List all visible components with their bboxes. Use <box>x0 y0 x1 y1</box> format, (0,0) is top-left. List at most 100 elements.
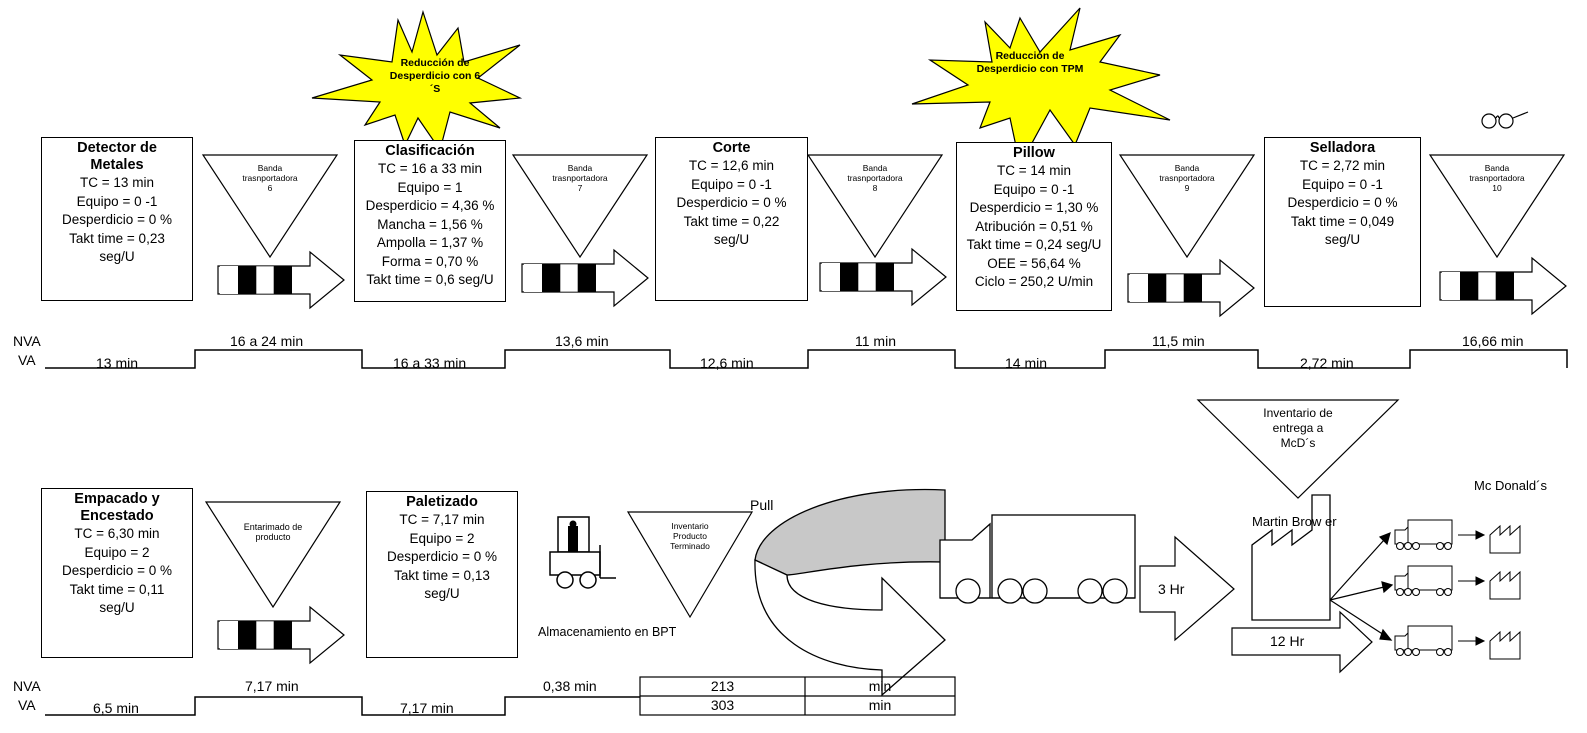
glasses-icon <box>1482 112 1528 128</box>
total-va-value: 303 <box>640 697 805 713</box>
process-line: Desperdicio = 1,30 % <box>957 199 1111 218</box>
process-box-selladora: Selladora TC = 2,72 min Equipo = 0 -1 De… <box>1264 137 1421 307</box>
process-line: seg/U <box>656 231 807 250</box>
entarimado-text: producto <box>228 532 318 542</box>
band-label-text: Banda <box>1457 163 1537 173</box>
band-label-text: Banda <box>1147 163 1227 173</box>
process-line: Takt time = 0,6 seg/U <box>355 271 505 290</box>
process-line: Desperdicio = 0 % <box>1265 194 1420 213</box>
process-title: Clasificación <box>355 143 505 160</box>
process-line: Forma = 0,70 % <box>355 253 505 272</box>
process-line: Takt time = 0,13 <box>367 567 517 586</box>
forklift-icon <box>550 517 616 588</box>
process-line: Equipo = 0 -1 <box>957 181 1111 200</box>
band-label-text: 9 <box>1147 183 1227 193</box>
va-label: VA <box>18 697 36 713</box>
process-line: TC = 2,72 min <box>1265 157 1420 176</box>
process-line: TC = 16 a 33 min <box>355 160 505 179</box>
distribution-arrows <box>1330 533 1392 640</box>
process-line: TC = 6,30 min <box>42 525 192 544</box>
process-line: TC = 12,6 min <box>656 157 807 176</box>
process-line: Takt time = 0,24 seg/U <box>957 236 1111 255</box>
va-time: 14 min <box>1005 355 1047 371</box>
process-title: Metales <box>42 157 192 174</box>
va-time: 2,72 min <box>1300 355 1354 371</box>
inventory-delivery-text: Inventario de <box>1238 406 1358 421</box>
process-line: seg/U <box>1265 231 1420 250</box>
inventory-delivery-text: McD´s <box>1238 436 1358 451</box>
process-title: Detector de <box>42 140 192 157</box>
process-line: Desperdicio = 0 % <box>367 548 517 567</box>
band-label: Bandatrasnportadora7 <box>540 163 620 193</box>
va-label: VA <box>18 352 36 368</box>
process-box-detector: Detector de Metales TC = 13 min Equipo =… <box>41 137 193 301</box>
total-nva-value: 213 <box>640 678 805 694</box>
push-arrow <box>218 252 344 308</box>
process-line: Mancha = 1,56 % <box>355 216 505 235</box>
process-line: Desperdicio = 0 % <box>656 194 807 213</box>
mcd-truck-3 <box>1395 626 1520 659</box>
martin-brower-label: Martin Brow er <box>1252 514 1337 529</box>
process-line: Equipo = 2 <box>42 544 192 563</box>
pull-arrow <box>755 490 945 695</box>
process-line: TC = 14 min <box>957 162 1111 181</box>
mcd-truck-2 <box>1395 566 1520 599</box>
process-title: Pillow <box>957 145 1111 162</box>
process-line: seg/U <box>42 248 192 267</box>
band-label-text: trasnportadora <box>835 173 915 183</box>
delivery-time-label: 12 Hr <box>1270 633 1304 649</box>
kaizen-label-6s: Reducción de Desperdicio con 6´S <box>385 57 485 96</box>
finished-inventory-text: Inventario <box>650 521 730 531</box>
process-line: TC = 7,17 min <box>367 511 517 530</box>
process-box-paletizado: Paletizado TC = 7,17 min Equipo = 2 Desp… <box>366 491 518 658</box>
finished-inventory-text: Producto <box>650 531 730 541</box>
total-nva-unit: min <box>805 678 955 694</box>
band-label-text: trasnportadora <box>230 173 310 183</box>
band-label-text: 6 <box>230 183 310 193</box>
band-label-text: 8 <box>835 183 915 193</box>
process-box-empacado: Empacado y Encestado TC = 6,30 min Equip… <box>41 488 193 658</box>
nva-time: 11,5 min <box>1152 333 1205 349</box>
push-arrow <box>218 607 344 663</box>
shipping-time-label: 3 Hr <box>1158 581 1184 597</box>
truck-icon <box>940 515 1135 603</box>
nva-label: NVA <box>13 333 41 349</box>
kaizen-label-tpm: Reducción de Desperdicio con TPM <box>970 50 1090 76</box>
process-line: seg/U <box>42 599 192 618</box>
process-line: Takt time = 0,23 <box>42 230 192 249</box>
va-time: 16 a 33 min <box>393 355 466 371</box>
process-title: Empacado y <box>42 491 192 508</box>
nva-time: 11 min <box>855 333 896 349</box>
burst-text: Reducción de <box>385 57 485 70</box>
push-arrow <box>1440 258 1566 314</box>
process-line: Equipo = 0 -1 <box>42 193 192 212</box>
band-label: Bandatrasnportadora8 <box>835 163 915 193</box>
nva-time: 7,17 min <box>245 678 299 694</box>
entarimado-triangle <box>206 502 340 607</box>
finished-inventory-label: Inventario Producto Terminado <box>650 521 730 551</box>
band-label-text: 10 <box>1457 183 1537 193</box>
process-line: Equipo = 1 <box>355 179 505 198</box>
total-va-unit: min <box>805 697 955 713</box>
process-box-corte: Corte TC = 12,6 min Equipo = 0 -1 Desper… <box>655 137 808 301</box>
nva-time: 16 a 24 min <box>230 333 303 349</box>
process-title: Paletizado <box>367 494 517 511</box>
storage-label: Almacenamiento en BPT <box>538 625 676 639</box>
process-title: Corte <box>656 140 807 157</box>
band-label-text: Banda <box>230 163 310 173</box>
band-label-text: trasnportadora <box>1457 173 1537 183</box>
burst-text: Desperdicio con 6´S <box>385 70 485 96</box>
process-line: Desperdicio = 0 % <box>42 562 192 581</box>
va-time: 7,17 min <box>400 700 454 716</box>
nva-time: 13,6 min <box>555 333 609 349</box>
band-label-text: Banda <box>540 163 620 173</box>
process-box-pillow: Pillow TC = 14 min Equipo = 0 -1 Desperd… <box>956 142 1112 311</box>
va-time: 12,6 min <box>700 355 754 371</box>
process-line: seg/U <box>367 585 517 604</box>
va-time: 6,5 min <box>93 700 139 716</box>
band-label-text: 7 <box>540 183 620 193</box>
process-line: Equipo = 0 -1 <box>656 176 807 195</box>
